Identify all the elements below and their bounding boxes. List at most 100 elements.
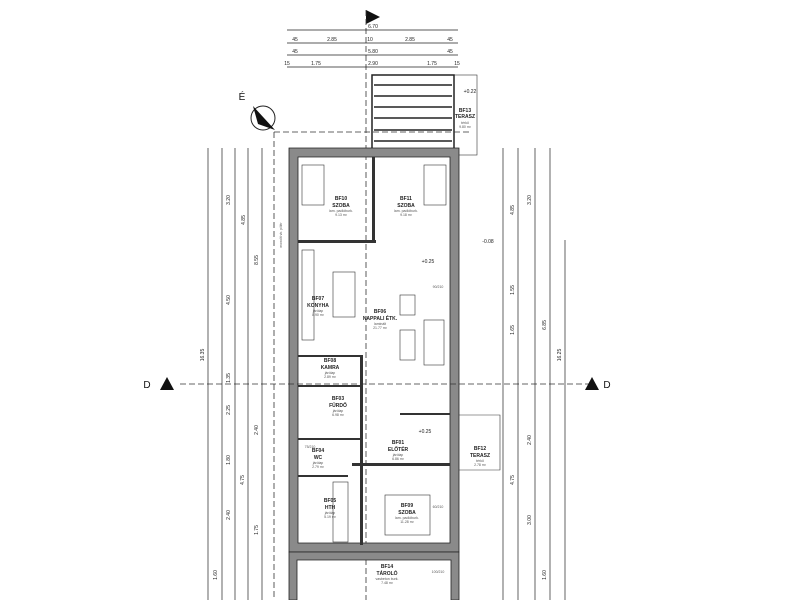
svg-text:ELŐTÉR: ELŐTÉR: [388, 445, 409, 453]
svg-text:+0.25: +0.25: [419, 429, 432, 435]
svg-text:2.90: 2.90: [368, 61, 378, 67]
svg-text:laminált: laminált: [374, 322, 386, 326]
svg-text:FÜRDŐ: FÜRDŐ: [329, 402, 347, 409]
svg-text:4.75: 4.75: [240, 475, 246, 485]
svg-text:21.77 m²: 21.77 m²: [373, 326, 388, 330]
svg-text:BF11: BF11: [400, 196, 412, 202]
svg-text:4.50: 4.50: [226, 295, 232, 305]
svg-text:3.20: 3.20: [527, 195, 533, 205]
north-label: É: [239, 90, 246, 103]
svg-text:9.80 m²: 9.80 m²: [459, 125, 472, 129]
svg-text:4.75: 4.75: [510, 475, 516, 485]
svg-text:KONYHA: KONYHA: [307, 303, 329, 309]
svg-text:100/210: 100/210: [432, 570, 445, 574]
svg-text:90/210: 90/210: [433, 285, 444, 289]
svg-text:16.25: 16.25: [557, 349, 563, 362]
svg-text:2.40: 2.40: [226, 510, 232, 520]
svg-text:75/210: 75/210: [305, 445, 316, 449]
svg-text:BF08: BF08: [324, 358, 336, 364]
svg-text:2.40: 2.40: [254, 425, 260, 435]
section-arrow-top-icon: [366, 10, 380, 24]
svg-text:térkő: térkő: [461, 121, 469, 125]
svg-text:10: 10: [367, 37, 373, 43]
section-line-d: D D: [143, 377, 611, 391]
svg-text:monolit vb. pillér: monolit vb. pillér: [279, 222, 283, 248]
svg-text:járólap: járólap: [312, 309, 324, 313]
svg-text:8.55: 8.55: [254, 255, 260, 265]
north-arrow: É: [239, 90, 276, 131]
svg-text:lam. padlóburk.: lam. padlóburk.: [395, 516, 419, 520]
svg-text:BF13: BF13: [459, 108, 471, 114]
svg-text:2.25: 2.25: [226, 405, 232, 415]
furniture: [301, 164, 447, 543]
svg-text:1.55: 1.55: [510, 285, 516, 295]
svg-text:45: 45: [292, 49, 298, 55]
svg-text:BF07: BF07: [312, 296, 324, 302]
svg-text:2.85: 2.85: [405, 37, 415, 43]
svg-text:2.40: 2.40: [527, 435, 533, 445]
svg-text:2.85: 2.85: [327, 37, 337, 43]
side-dimension-lines: [207, 148, 566, 600]
svg-text:45: 45: [447, 49, 453, 55]
svg-text:60/210: 60/210: [433, 505, 444, 509]
svg-text:15: 15: [454, 61, 460, 67]
svg-text:9.18 m²: 9.18 m²: [400, 213, 413, 217]
svg-text:BF06: BF06: [374, 309, 386, 315]
terrace-right: [459, 414, 501, 471]
svg-text:6.98 m²: 6.98 m²: [332, 413, 345, 417]
svg-text:járólap: járólap: [324, 371, 336, 375]
svg-text:-0.08: -0.08: [482, 239, 494, 245]
svg-text:1.75: 1.75: [254, 525, 260, 535]
svg-text:BF01: BF01: [392, 440, 404, 446]
svg-text:TÁROLÓ: TÁROLÓ: [376, 569, 397, 577]
svg-text:BF09: BF09: [401, 503, 413, 509]
svg-text:térkő: térkő: [476, 459, 484, 463]
svg-text:2.89 m²: 2.89 m²: [324, 375, 337, 379]
svg-text:1.60: 1.60: [542, 570, 548, 580]
svg-text:7.48 m²: 7.48 m²: [381, 581, 394, 585]
svg-text:45: 45: [447, 37, 453, 43]
svg-text:1.35: 1.35: [226, 373, 232, 383]
svg-text:8.90 m²: 8.90 m²: [312, 313, 325, 317]
svg-text:BF04: BF04: [312, 448, 324, 454]
svg-text:45: 45: [292, 37, 298, 43]
svg-text:D: D: [603, 380, 610, 391]
side-dimensions-left: 3.20 4.85 8.55 4.50 16.35 1.35 2.25 2.40…: [200, 195, 260, 580]
svg-text:TERASZ: TERASZ: [470, 453, 490, 459]
svg-text:1.60: 1.60: [213, 570, 219, 580]
svg-text:lam. padlóburk.: lam. padlóburk.: [329, 209, 353, 213]
svg-text:járólap: járólap: [324, 511, 336, 515]
svg-text:4.85: 4.85: [241, 215, 247, 225]
svg-text:D: D: [143, 380, 150, 391]
svg-text:KAMRA: KAMRA: [321, 365, 340, 371]
svg-text:BF05: BF05: [324, 498, 336, 504]
svg-text:SZOBA: SZOBA: [397, 203, 415, 209]
svg-text:6.70: 6.70: [368, 24, 378, 30]
svg-text:1.80: 1.80: [226, 455, 232, 465]
svg-text:1.75: 1.75: [427, 61, 437, 67]
svg-text:3.20: 3.20: [226, 195, 232, 205]
svg-text:járólap: járólap: [332, 409, 344, 413]
svg-text:SZOBA: SZOBA: [332, 203, 350, 209]
svg-text:1.65: 1.65: [510, 325, 516, 335]
svg-text:járólap: járólap: [392, 453, 404, 457]
svg-text:9.13 m²: 9.13 m²: [335, 213, 348, 217]
svg-text:16.35: 16.35: [200, 349, 206, 362]
top-dimensions: 6.70 45 2.85 10 2.85 45 45 5.80 45 15 1.…: [284, 24, 460, 68]
svg-text:BF03: BF03: [332, 396, 344, 402]
svg-text:BF12: BF12: [474, 446, 486, 452]
svg-text:1.75: 1.75: [311, 61, 321, 67]
svg-text:BF10: BF10: [335, 196, 347, 202]
